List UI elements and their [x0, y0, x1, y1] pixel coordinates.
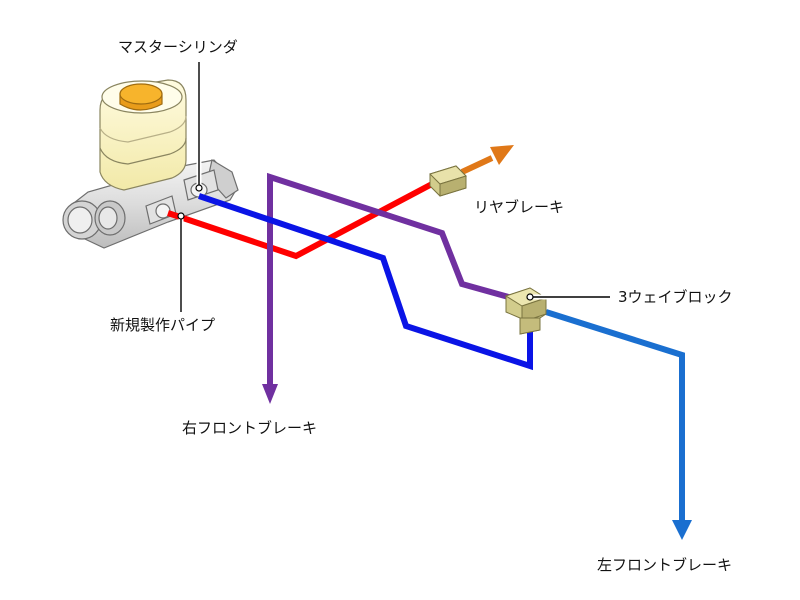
leader-lines: [177, 62, 610, 312]
label-right-front-brake: 右フロントブレーキ: [182, 419, 318, 437]
red-pipe: [167, 181, 434, 260]
left-front-pipe: [545, 309, 685, 522]
left-front-brake-arrow: [672, 520, 692, 540]
rear-brake-arrow: [460, 145, 514, 175]
blue-pipe: [198, 193, 533, 371]
right-front-brake-arrow: [262, 384, 278, 404]
rear-union-fitting: [429, 165, 467, 197]
purple-pipe: [267, 172, 513, 392]
label-three-way-block: 3ウェイブロック: [618, 288, 733, 306]
label-rear-brake: リヤブレーキ: [474, 198, 565, 216]
label-new-pipe: 新規製作パイプ: [110, 316, 216, 334]
label-left-front-brake: 左フロントブレーキ: [597, 556, 733, 574]
label-master-cylinder: マスターシリンダ: [118, 38, 238, 56]
master-cylinder: [62, 159, 239, 249]
reservoir: [99, 79, 187, 191]
reservoir-cap: [119, 83, 163, 111]
